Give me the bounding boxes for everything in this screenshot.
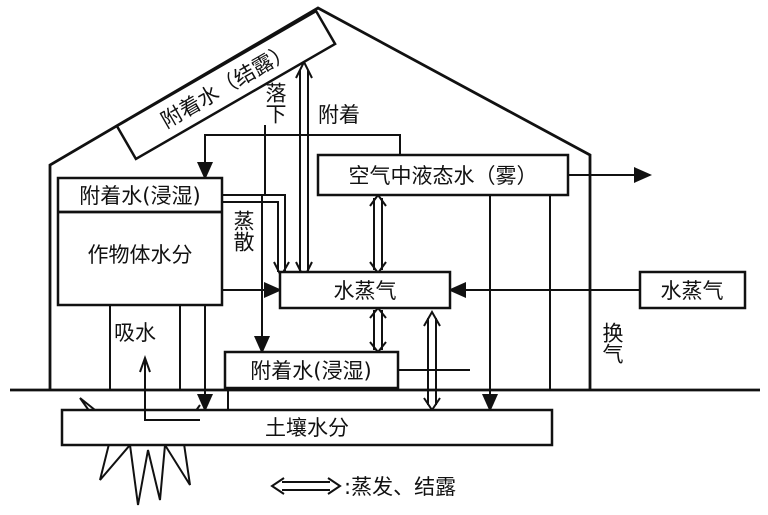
crop-water-label: 作物体水分 bbox=[88, 243, 193, 267]
ventilation-label: 换气 bbox=[600, 322, 624, 364]
crop-box: 附着水(浸湿) 作物体水分 bbox=[56, 176, 224, 307]
fog-box-label: 空气中液态水（雾） bbox=[349, 164, 538, 188]
attach-label: 附着 bbox=[318, 103, 360, 127]
roof-condensation-box: 附着水（结露） bbox=[115, 9, 337, 161]
root-line bbox=[144, 405, 200, 421]
connection-lines bbox=[109, 125, 652, 412]
crop-wet-label: 附着水(浸湿) bbox=[79, 184, 200, 208]
vapor-center-label: 水蒸气 bbox=[334, 279, 397, 303]
soil-box-label: 土壤水分 bbox=[265, 416, 349, 440]
fall-label: 落下 bbox=[263, 82, 287, 124]
legend-text: :蒸发、结露 bbox=[344, 475, 456, 499]
ground-wet-box: 附着水(浸湿) bbox=[223, 350, 400, 390]
double-arrow-icon bbox=[270, 477, 342, 495]
vapor-outside-box: 水蒸气 bbox=[638, 270, 747, 310]
ground-wet-label: 附着水(浸湿) bbox=[250, 359, 371, 383]
vapor-outside-label: 水蒸气 bbox=[661, 279, 724, 303]
legend: :蒸发、结露 bbox=[270, 475, 456, 499]
fog-box: 空气中液态水（雾） bbox=[316, 153, 570, 197]
absorb-label: 吸水 bbox=[114, 321, 156, 345]
soil-box: 土壤水分 bbox=[60, 408, 554, 447]
vapor-center-box: 水蒸气 bbox=[278, 270, 452, 310]
greenhouse-outline bbox=[48, 6, 592, 390]
transpiration-label: 蒸散 bbox=[231, 210, 255, 252]
